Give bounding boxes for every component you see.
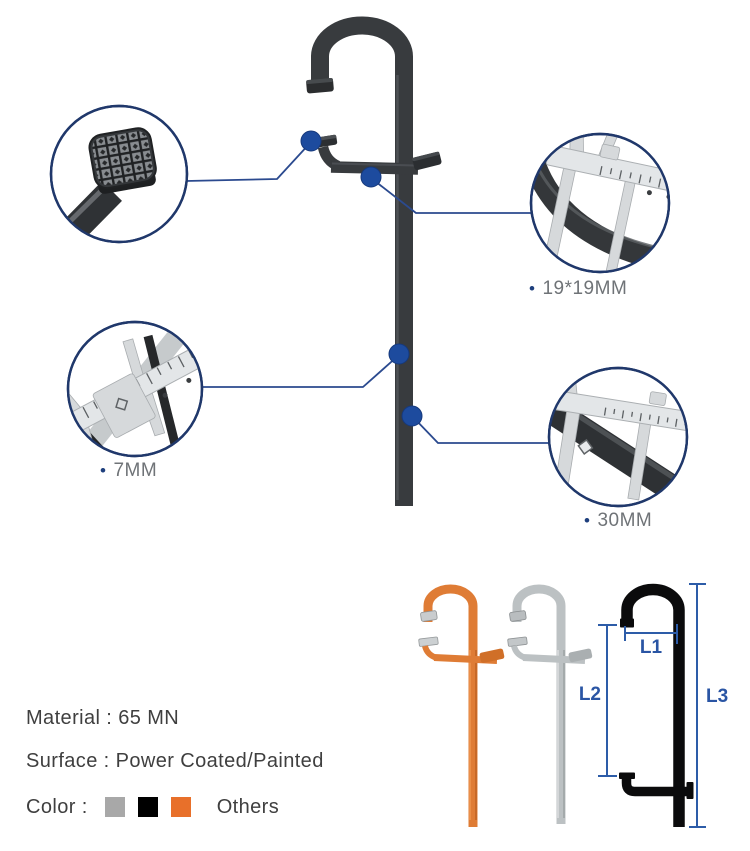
spec-material: Material : 65 MN bbox=[26, 706, 179, 730]
connector-line-7mm bbox=[202, 354, 400, 388]
bullet-icon: • bbox=[584, 511, 591, 530]
arm-end-paddle bbox=[412, 151, 442, 171]
knurled-head-plate bbox=[88, 127, 157, 194]
callout-dot-19x19 bbox=[360, 166, 382, 188]
spec-color-label: Color : bbox=[26, 795, 88, 818]
callout-circle-head-texture bbox=[49, 104, 189, 244]
callout-label-text: 7MM bbox=[113, 460, 158, 481]
spec-material-text: Material : 65 MN bbox=[26, 706, 180, 729]
dimension-l1: L1 bbox=[624, 624, 678, 658]
callout-label-7mm: • 7MM bbox=[100, 460, 157, 482]
dimension-label-l3: L3 bbox=[706, 686, 728, 707]
callout-dot-30mm bbox=[401, 405, 423, 427]
main-shaft-and-hook bbox=[311, 16, 414, 506]
variant-orange bbox=[418, 584, 505, 827]
callout-circle-19x19 bbox=[529, 132, 671, 274]
dimension-label-l1: L1 bbox=[640, 637, 663, 658]
main-product bbox=[306, 16, 442, 506]
callout-label-19x19: • 19*19MM bbox=[529, 278, 627, 300]
connector-line-30mm bbox=[412, 416, 550, 444]
variant-black-diagram bbox=[619, 583, 694, 827]
color-swatch-black bbox=[137, 797, 158, 817]
dimension-l2: L2 bbox=[579, 624, 617, 777]
caliper-19x19 bbox=[539, 134, 669, 272]
hook-tip-cap bbox=[306, 78, 334, 94]
color-swatch-orange bbox=[170, 797, 191, 817]
arm-bar-highlight bbox=[331, 162, 416, 167]
caliper-logo-diamond bbox=[115, 397, 129, 411]
variant-gray bbox=[507, 584, 593, 824]
callout-circle-7mm bbox=[66, 320, 204, 458]
dimension-label-l2: L2 bbox=[579, 684, 601, 705]
caliper-logo-diamond bbox=[577, 438, 594, 455]
bullet-icon: • bbox=[100, 461, 107, 480]
color-swatch-gray bbox=[104, 797, 125, 817]
callout-label-30mm: • 30MM bbox=[584, 510, 652, 532]
callout-label-text: 30MM bbox=[597, 510, 653, 531]
connector-line-head bbox=[185, 141, 312, 182]
measured-rod-7mm bbox=[143, 334, 181, 450]
callout-circle-30mm bbox=[547, 366, 689, 508]
spec-color-row: Color : Others bbox=[26, 795, 279, 819]
callout-dot-7mm bbox=[388, 343, 410, 365]
spec-surface: Surface : Power Coated/Painted bbox=[26, 749, 324, 773]
spec-surface-text: Surface : Power Coated/Painted bbox=[26, 749, 324, 772]
callout-label-text: 19*19MM bbox=[542, 278, 628, 299]
bullet-icon: • bbox=[529, 279, 536, 298]
spec-others-label: Others bbox=[216, 795, 280, 818]
connector-line-19x19 bbox=[370, 177, 532, 214]
dimension-l3: L3 bbox=[689, 583, 728, 828]
callout-dot-head bbox=[300, 130, 322, 152]
